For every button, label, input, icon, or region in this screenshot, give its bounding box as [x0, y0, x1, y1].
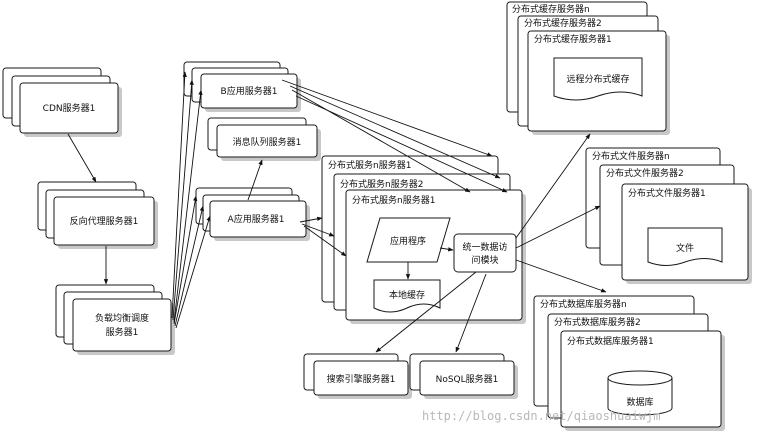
message-queue-stack: 消息队列服务器1: [207, 117, 321, 161]
data-access-label-2: 问模块: [471, 254, 498, 266]
distributed-cache-stack: 分布式缓存服务器n 分布式缓存服务器2 分布式缓存服务器1 远程分布式缓存: [506, 1, 670, 135]
distributed-db-stack: 分布式数据库服务器n 分布式数据库服务器2 分布式数据库服务器1 数据库: [533, 295, 725, 431]
edge-b-to-ds1: [281, 79, 493, 157]
dist-db-label-1: 分布式数据库服务器1: [567, 335, 654, 347]
search-engine-label: 搜索引擎服务器1: [327, 373, 396, 385]
edge-a-to-ds1: [299, 216, 323, 223]
database-cylinder: [607, 370, 673, 416]
edge-lb-to-b2: [172, 79, 194, 321]
edge-access-to-cache: [515, 133, 591, 239]
a-app-server-label: A应用服务器1: [228, 213, 285, 225]
local-cache-shape: [373, 279, 441, 313]
load-balancer-stack: 负载均衡调度 服务器1: [55, 284, 175, 355]
edge-access-to-file: [515, 205, 601, 249]
data-access-module: [453, 233, 517, 273]
dist-service-label-n: 分布式服务n服务器1: [328, 159, 411, 171]
b-app-server-label: B应用服务器1: [221, 85, 278, 97]
edge-lb-to-a3: [175, 215, 211, 329]
edge-a-to-ds2: [301, 223, 335, 237]
connections: [67, 71, 607, 353]
edge-b-to-ds4: [295, 95, 508, 193]
app-program-shape: [366, 217, 451, 263]
b-app-server-stack: B应用服务器1: [183, 61, 301, 112]
dist-db-label-2: 分布式数据库服务器2: [554, 316, 641, 328]
file-shape: [647, 227, 723, 266]
edge-a-to-ds3: [303, 225, 347, 257]
dist-service-label-1: 分布式服务n服务器1: [352, 194, 435, 206]
load-balancer-label-2: 服务器1: [106, 326, 139, 338]
reverse-proxy-label: 反向代理服务器1: [70, 215, 139, 227]
file-label: 文件: [676, 242, 694, 254]
nosql-stack: NoSQL服务器1: [409, 353, 518, 399]
distributed-service-stack: 分布式服务n服务器1 分布式服务n服务器2 分布式服务n服务器1 应用程序 本地…: [321, 155, 526, 324]
edge-lb-to-a2: [174, 205, 204, 327]
edge-access-to-db: [515, 259, 607, 293]
cdn-server-label: CDN服务器1: [43, 102, 96, 114]
edge-a-to-mq: [247, 159, 263, 201]
dist-cache-label-n: 分布式缓存服务器n: [512, 3, 590, 15]
local-cache-label: 本地缓存: [389, 289, 425, 301]
load-balancer-label-1: 负载均衡调度: [95, 312, 149, 324]
database-label: 数据库: [626, 396, 653, 408]
cdn-server-stack: CDN服务器1: [2, 67, 122, 137]
remote-cache-label: 远程分布式缓存: [566, 73, 629, 85]
edge-b-to-ds2: [289, 85, 501, 179]
search-engine-stack: 搜索引擎服务器1: [303, 353, 412, 399]
data-access-label-1: 统一数据访: [462, 241, 507, 253]
nosql-label: NoSQL服务器1: [436, 373, 499, 385]
edge-app-to-access: [439, 247, 454, 252]
dist-file-label-n: 分布式文件服务器n: [592, 150, 670, 162]
edge-lb-to-b1: [171, 71, 187, 319]
dist-db-label-n: 分布式数据库服务器n: [540, 298, 627, 310]
dist-file-label-1: 分布式文件服务器1: [628, 187, 706, 199]
remote-cache-shape: [553, 57, 643, 101]
message-queue-label: 消息队列服务器1: [233, 136, 302, 148]
edge-b-to-ds3: [291, 89, 471, 193]
dist-cache-label-2: 分布式缓存服务器2: [524, 17, 602, 29]
reverse-proxy-stack: 反向代理服务器1: [37, 181, 158, 249]
app-program-label: 应用程序: [390, 235, 426, 247]
watermark: http://blog.csdn.net/qiaoshuaiwjm: [422, 409, 660, 423]
edge-access-to-nosql: [455, 273, 487, 353]
edge-access-to-search: [375, 271, 477, 353]
edge-cdn-to-proxy: [67, 133, 97, 183]
edge-lb-to-b3: [173, 89, 203, 323]
dist-cache-label-1: 分布式缓存服务器1: [534, 33, 612, 45]
dist-file-label-2: 分布式文件服务器2: [606, 167, 684, 179]
distributed-file-stack: 分布式文件服务器n 分布式文件服务器2 分布式文件服务器1 文件: [585, 147, 752, 284]
dist-service-label-2: 分布式服务n服务器2: [340, 178, 423, 190]
a-app-server-stack: A应用服务器1: [195, 187, 310, 241]
edge-lb-to-a1: [173, 195, 198, 325]
